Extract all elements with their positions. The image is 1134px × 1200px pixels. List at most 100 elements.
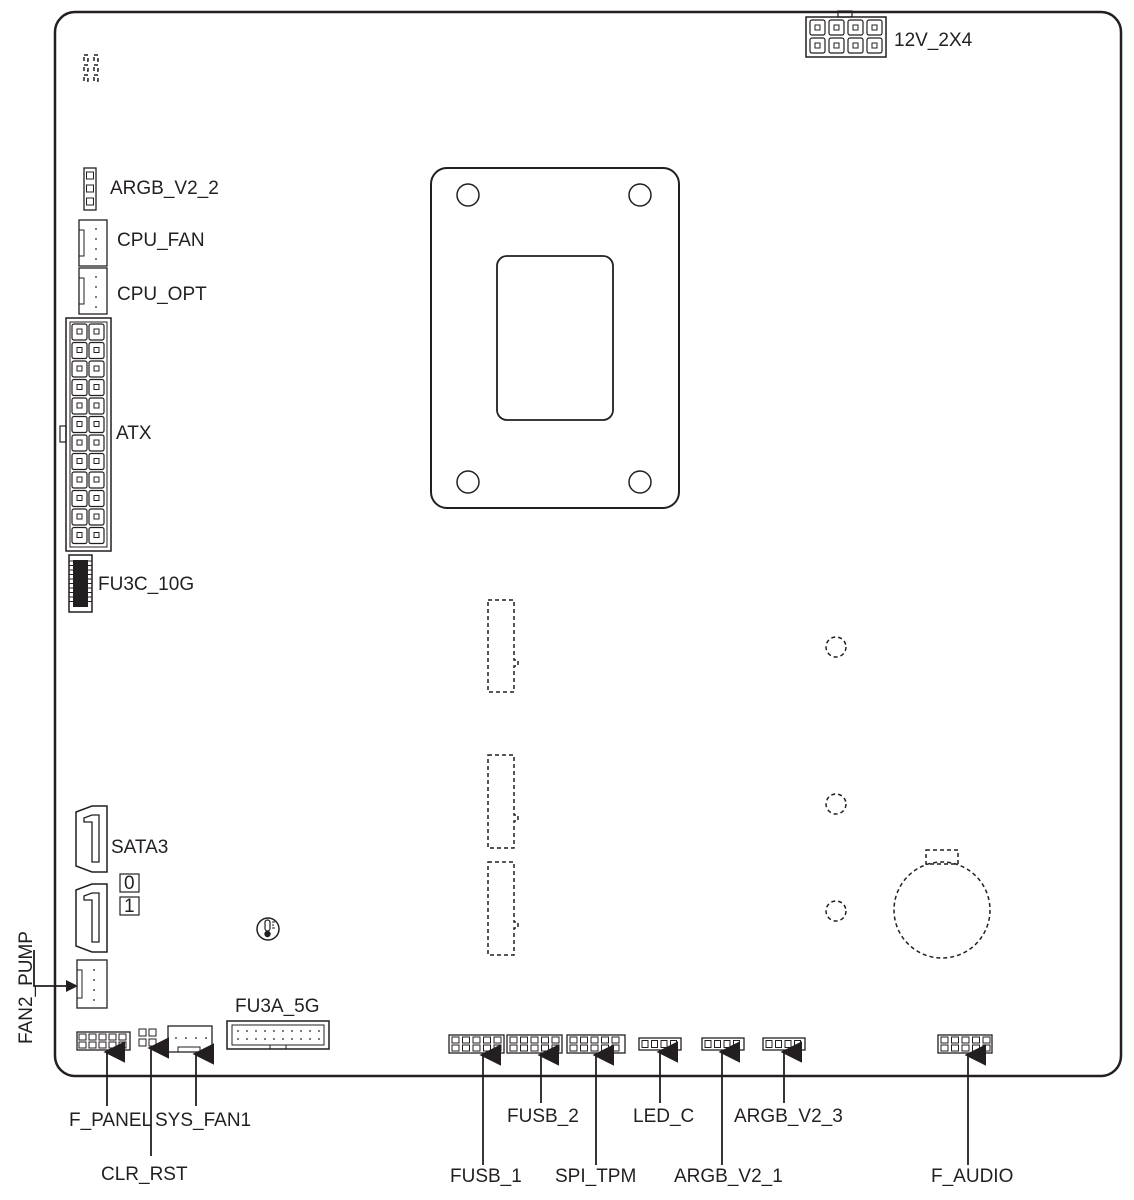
connector-pin	[951, 1036, 959, 1044]
argb-v2-3-label: ARGB_V2_3	[734, 1106, 843, 1127]
connector-pin	[88, 1033, 97, 1041]
connector-pin	[601, 1036, 609, 1044]
connector-pin	[71, 434, 88, 452]
m2-slot	[487, 599, 519, 693]
pin-contact	[93, 421, 100, 427]
connector-pin	[809, 37, 826, 54]
connector-pin	[961, 1036, 970, 1044]
connector-pin	[972, 1044, 980, 1052]
argb-v2-2-header	[83, 167, 97, 211]
connector-pin	[961, 1044, 970, 1052]
pin-dot	[264, 1030, 266, 1032]
argb-v2-2-label: ARGB_V2_2	[110, 178, 219, 199]
connector-pin	[551, 1036, 560, 1044]
sata-port-1-box	[119, 896, 140, 916]
connector-pin	[71, 415, 88, 434]
standoff-hole	[825, 793, 847, 815]
connector-pin	[88, 397, 105, 415]
connector-pin	[88, 341, 105, 360]
pin-contact	[93, 495, 100, 501]
pin-contact	[871, 42, 878, 49]
pin-dot	[318, 1038, 320, 1040]
argb-v2-1-header	[701, 1037, 745, 1051]
pin-contact	[76, 328, 83, 335]
connector-pin	[651, 1040, 658, 1048]
pin-dot	[300, 1030, 302, 1032]
pin-dot	[291, 1038, 293, 1040]
connector-pin	[723, 1040, 731, 1048]
connector-pin	[71, 526, 88, 545]
connector-pin	[462, 1036, 470, 1044]
connector-pin	[580, 1036, 588, 1044]
pin-contact	[93, 513, 100, 520]
connector-pin	[451, 1044, 460, 1052]
pin-contact	[76, 365, 83, 372]
connector-pin	[88, 415, 105, 434]
connector-pin	[580, 1044, 588, 1052]
connector-pin	[71, 341, 88, 360]
connector-pin	[118, 1041, 127, 1049]
cmos-battery	[893, 849, 991, 959]
pin-contact	[76, 384, 83, 390]
fan2-pump-label: FAN2_PUMP	[16, 931, 37, 1044]
connector-pin	[98, 1033, 107, 1041]
sata-port-0-box	[119, 873, 140, 893]
f-panel-header	[76, 1031, 131, 1051]
connector-pin	[590, 1036, 599, 1044]
sata3-port-0	[75, 805, 108, 873]
spi-tpm-label: SPI_TPM	[555, 1166, 636, 1187]
connector-pin	[520, 1044, 528, 1052]
f-audio-label: F_AUDIO	[931, 1166, 1013, 1187]
argb-v2-1-label: ARGB_V2_1	[674, 1166, 783, 1187]
connector-pin	[530, 1036, 539, 1044]
pin-contact	[76, 513, 83, 520]
connector-pin	[88, 508, 105, 526]
pin-dot	[309, 1038, 311, 1040]
fusb-2-header	[506, 1034, 563, 1054]
argb-v2-3-header	[762, 1037, 806, 1051]
pin-contact	[93, 476, 100, 483]
connector-pin	[451, 1036, 460, 1044]
sys-fan1-label: SYS_FAN1	[155, 1110, 251, 1131]
cpu-socket	[430, 167, 680, 509]
clr-rst-label: CLR_RST	[101, 1164, 188, 1185]
cpu-opt-header	[78, 267, 108, 315]
pin-dot	[237, 1038, 239, 1040]
pin-dot	[255, 1030, 257, 1032]
connector-pin	[71, 397, 88, 415]
connector-pin	[88, 526, 105, 545]
connector-pin	[765, 1040, 773, 1048]
connector-pin	[71, 452, 88, 471]
connector-pin	[71, 508, 88, 526]
connector-pin	[660, 1040, 668, 1048]
sata-port-0-number: 0	[124, 873, 135, 894]
connector-pin	[88, 1041, 97, 1049]
fan2-pump-header	[76, 959, 108, 1009]
connector-pin	[714, 1040, 721, 1048]
connector-pin	[530, 1044, 539, 1052]
sata-port-1-number: 1	[124, 896, 135, 917]
connector-pin	[88, 360, 105, 378]
connector-pin	[78, 1033, 87, 1041]
connector-pin	[520, 1036, 528, 1044]
pin-dot	[318, 1030, 320, 1032]
pin-contact	[93, 328, 100, 335]
connector-pin	[509, 1036, 518, 1044]
connector-pin	[866, 19, 883, 36]
sata3-port-1	[75, 883, 108, 953]
socket-screw-hole	[456, 470, 480, 494]
connector-pin	[569, 1044, 578, 1052]
connector-pin	[809, 19, 826, 36]
connector-pin	[590, 1044, 599, 1052]
pin-contact	[76, 476, 83, 483]
atx-power-connector	[59, 317, 112, 552]
clr-rst-header	[138, 1028, 157, 1047]
pin-contact	[93, 439, 100, 446]
pin-dot	[273, 1038, 275, 1040]
connector-pin	[940, 1044, 949, 1052]
connector-pin	[982, 1036, 991, 1044]
pin-contact	[93, 365, 100, 372]
standoff-hole	[825, 900, 847, 922]
pin-contact	[833, 42, 840, 49]
